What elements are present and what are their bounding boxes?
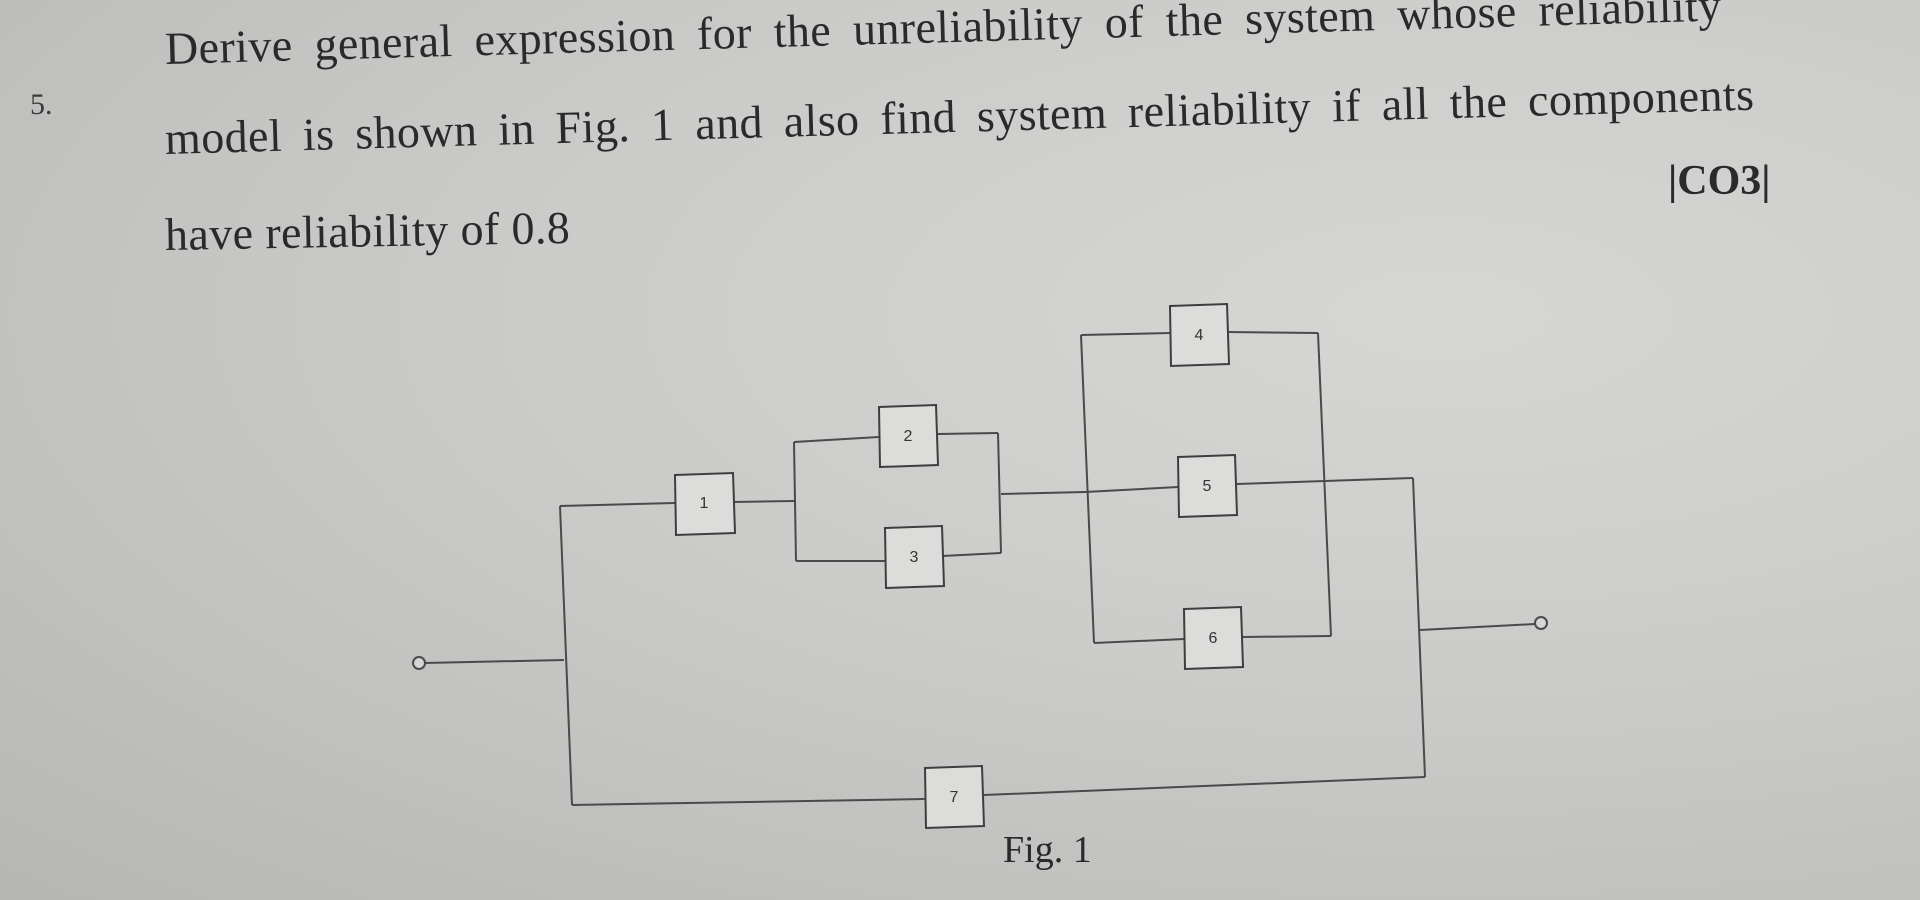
block-2: 2 <box>877 403 940 469</box>
diagram-wires <box>423 331 1536 806</box>
block-3-label: 3 <box>910 549 919 566</box>
block-6-label: 6 <box>1209 630 1218 647</box>
block-5-label: 5 <box>1203 478 1212 495</box>
block-4: 4 <box>1168 302 1231 368</box>
block-1-label: 1 <box>700 495 709 512</box>
output-terminal <box>1534 616 1548 630</box>
block-2-label: 2 <box>904 428 913 445</box>
block-7-label: 7 <box>950 789 959 806</box>
block-7: 7 <box>923 764 986 830</box>
block-1: 1 <box>673 471 737 537</box>
block-3: 3 <box>883 524 946 590</box>
block-6: 6 <box>1182 605 1245 671</box>
input-terminal <box>412 656 426 670</box>
figure-caption: Fig. 1 <box>1003 829 1092 871</box>
block-4-label: 4 <box>1195 327 1204 344</box>
course-outcome-tag: |CO3| <box>1668 158 1771 204</box>
question-number: 5. <box>30 88 53 121</box>
block-5: 5 <box>1176 453 1239 519</box>
